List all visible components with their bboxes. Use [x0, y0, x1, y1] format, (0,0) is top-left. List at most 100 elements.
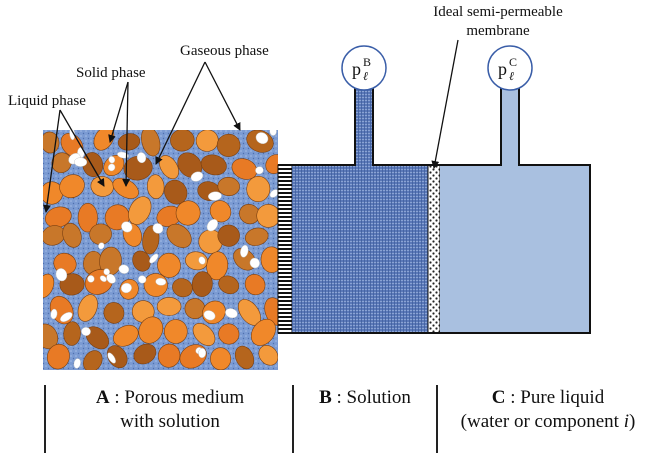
solid-grain [132, 250, 151, 272]
gauge-b-symbol: p [352, 59, 361, 79]
solid-grain [192, 323, 216, 346]
liquid-arrow-2 [59, 109, 105, 187]
gas-bubble [255, 166, 264, 175]
caption-c-text1: : Pure liquid [510, 387, 605, 408]
porous-medium [43, 130, 278, 370]
gauge-b-subscript: ℓ [363, 69, 368, 83]
gas-bubble [121, 221, 133, 233]
gas-bubble [198, 348, 207, 358]
solid-grain [93, 130, 115, 151]
solution-tube [355, 88, 373, 168]
solid-grain [157, 252, 181, 278]
membrane-label-line1: Ideal semi-permeable [433, 4, 563, 20]
solid-grains [43, 130, 278, 370]
gas-bubble [106, 273, 116, 284]
gauge-c-superscript: C [509, 55, 517, 69]
gas-bubble [98, 242, 105, 250]
semi-permeable-membrane [427, 164, 441, 334]
solid-grain [103, 302, 125, 324]
solid-grain [83, 350, 103, 370]
solid-grain [62, 222, 82, 248]
gas-bubble [50, 308, 58, 320]
solid-arrow-2 [122, 81, 131, 187]
solid-grain [43, 273, 55, 298]
pure-liquid-compartment [440, 165, 590, 333]
solid-grain [195, 130, 219, 152]
solid-grain [141, 130, 161, 157]
solid-grain [231, 158, 258, 180]
solid-grain [138, 316, 164, 344]
gas-bubble [87, 275, 95, 283]
gas-bubble [69, 130, 76, 141]
separator-b [292, 385, 294, 453]
separator-c [436, 385, 438, 453]
gas-bubble [149, 253, 159, 264]
solid-grain [44, 206, 72, 228]
gas-bubble [136, 152, 147, 164]
gas-bubble [60, 312, 73, 322]
solid-grain [156, 297, 182, 316]
solid-grain [133, 343, 157, 365]
pressure-gauge-b: p ℓ B [341, 45, 387, 91]
solid-grain [123, 155, 153, 181]
caption-c-text2-italic: i [623, 411, 629, 432]
solid-grain [163, 319, 188, 344]
solid-grain [264, 297, 278, 326]
solid-grain [246, 176, 271, 202]
solution-compartment [292, 165, 428, 333]
gas-bubble [107, 352, 116, 364]
solid-grain [131, 300, 155, 323]
pointer-arrows [42, 39, 459, 213]
caption-b-letter: B [319, 387, 332, 408]
solid-grain [146, 174, 165, 199]
solid-grain [265, 154, 278, 174]
solid-grain [77, 294, 98, 322]
solid-grain [217, 176, 240, 197]
gauge-b-superscript: B [363, 55, 371, 69]
solid-grain [172, 278, 193, 298]
solid-grain [113, 324, 139, 347]
separator-a [44, 385, 46, 453]
solid-grain [216, 133, 241, 157]
solid-grain [59, 174, 85, 199]
solid-grain [170, 130, 195, 152]
caption-a: A : Porous medium with solution [70, 386, 270, 434]
solid-grain [260, 246, 278, 273]
gas-bubble [138, 275, 147, 284]
gas-bubble [206, 219, 219, 232]
gauge-c-symbol: p [498, 59, 507, 79]
caption-c-letter: C [491, 387, 506, 408]
solid-grain [63, 321, 81, 346]
gaseous-phase-label: Gaseous phase [180, 43, 269, 59]
gas-bubbles [50, 130, 278, 369]
solid-grain [175, 200, 201, 226]
gas-arrow-2 [204, 61, 241, 131]
solid-grain [191, 271, 213, 297]
gas-bubble [120, 282, 132, 294]
solid-grain [142, 225, 160, 255]
solid-grain [77, 202, 98, 233]
solid-grain [244, 227, 269, 246]
membrane-label-line2: membrane [466, 23, 530, 39]
gas-bubble [269, 130, 277, 136]
solid-grain [256, 204, 278, 228]
caption-a-letter: A [95, 387, 110, 408]
gauge-c-subscript: ℓ [509, 69, 514, 83]
solid-grain [43, 181, 64, 205]
gas-bubble [208, 191, 222, 201]
caption-c: C : Pure liquid (water or component i) [440, 386, 656, 434]
gas-bubble [203, 310, 216, 321]
gas-bubble [108, 156, 116, 164]
gas-bubble [118, 264, 130, 274]
solid-grain [200, 154, 227, 176]
gas-bubble [249, 257, 260, 269]
gas-bubble [225, 308, 238, 319]
solid-grain [244, 274, 266, 296]
solid-grain [166, 223, 192, 248]
solid-grain [218, 323, 240, 345]
solid-grain [210, 347, 232, 370]
gas-bubble [99, 275, 107, 282]
solid-grain [217, 224, 240, 247]
solid-phase-label: Solid phase [76, 65, 146, 81]
